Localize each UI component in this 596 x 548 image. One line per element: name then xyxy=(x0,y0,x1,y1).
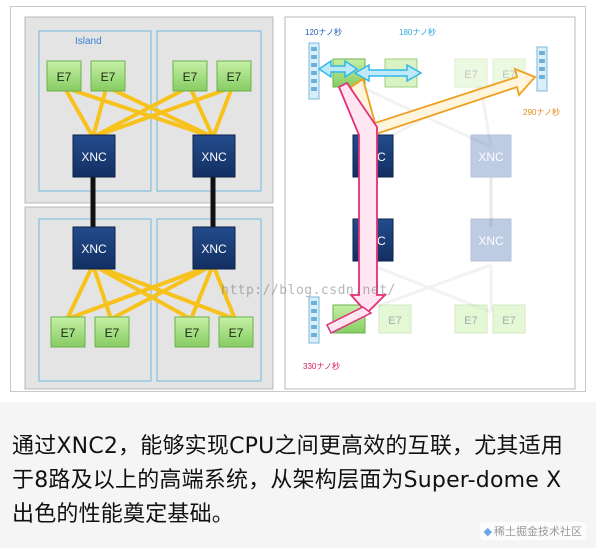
xnc-node: XNC xyxy=(192,226,236,270)
svg-text:E7: E7 xyxy=(105,326,120,340)
e7-node: E7 xyxy=(50,316,86,348)
links-bottom xyxy=(65,263,237,321)
xnc-node: XNC xyxy=(72,134,116,178)
left-panel: Island xyxy=(24,16,274,390)
svg-text:E7: E7 xyxy=(502,315,515,327)
xnc-node: XNC xyxy=(192,134,236,178)
e7-node: E7 xyxy=(218,316,254,348)
xnc-node: XNC xyxy=(72,226,116,270)
memory-module xyxy=(536,46,548,92)
e7-node: E7 xyxy=(94,316,130,348)
svg-text:XNC: XNC xyxy=(81,150,107,164)
latency-arrow-180 xyxy=(353,63,423,83)
e7-node: E7 xyxy=(174,316,210,348)
svg-text:E7: E7 xyxy=(464,69,477,81)
e7-node: E7 xyxy=(454,58,488,88)
logo-icon: ◆ xyxy=(483,525,492,538)
svg-text:XNC: XNC xyxy=(478,234,504,248)
svg-text:XNC: XNC xyxy=(201,150,227,164)
latency-label-330: 330ナノ秒 xyxy=(303,361,340,371)
site-logo-text: 稀土掘金技术社区 xyxy=(494,525,582,538)
svg-text:E7: E7 xyxy=(57,70,72,84)
svg-text:E7: E7 xyxy=(227,70,242,84)
svg-text:E7: E7 xyxy=(183,70,198,84)
latency-arrow-330 xyxy=(325,81,388,335)
latency-label-290: 290ナノ秒 xyxy=(523,107,560,117)
xnc-node: XNC xyxy=(470,134,512,178)
svg-text:E7: E7 xyxy=(185,326,200,340)
latency-label-180: 180ナノ秒 xyxy=(399,27,436,37)
e7-node: E7 xyxy=(46,60,82,92)
svg-text:XNC: XNC xyxy=(81,242,107,256)
svg-text:E7: E7 xyxy=(61,326,76,340)
e7-node: E7 xyxy=(492,304,526,334)
e7-node: E7 xyxy=(216,60,252,92)
e7-node: E7 xyxy=(90,60,126,92)
site-logo: ◆稀土掘金技术社区 xyxy=(479,522,586,540)
right-panel: 120ナノ秒 180ナノ秒 290ナノ秒 330ナノ秒 E7 E7 xyxy=(284,16,576,390)
svg-text:XNC: XNC xyxy=(201,242,227,256)
latency-arrow-120 xyxy=(317,59,359,79)
e7-node: E7 xyxy=(454,304,488,334)
e7-node: E7 xyxy=(378,304,412,334)
island-label: Island xyxy=(75,36,102,47)
memory-module xyxy=(308,42,320,100)
watermark-url: http://blog.csdn.net/ xyxy=(221,283,396,298)
caption-text: 通过XNC2，能够实现CPU之间更高效的互联，尤其适用于8路及以上的高端系统，从… xyxy=(12,434,564,527)
svg-text:E7: E7 xyxy=(229,326,244,340)
diagram-svg: Island xyxy=(24,16,576,390)
e7-node: E7 xyxy=(172,60,208,92)
links-top xyxy=(61,84,235,139)
svg-text:XNC: XNC xyxy=(478,150,504,164)
svg-text:E7: E7 xyxy=(388,315,401,327)
svg-text:E7: E7 xyxy=(464,315,477,327)
xnc-node: XNC xyxy=(470,218,512,262)
diagram-frame: Island xyxy=(10,6,586,392)
memory-module xyxy=(308,296,320,344)
svg-text:E7: E7 xyxy=(101,70,116,84)
latency-label-120: 120ナノ秒 xyxy=(305,27,342,37)
